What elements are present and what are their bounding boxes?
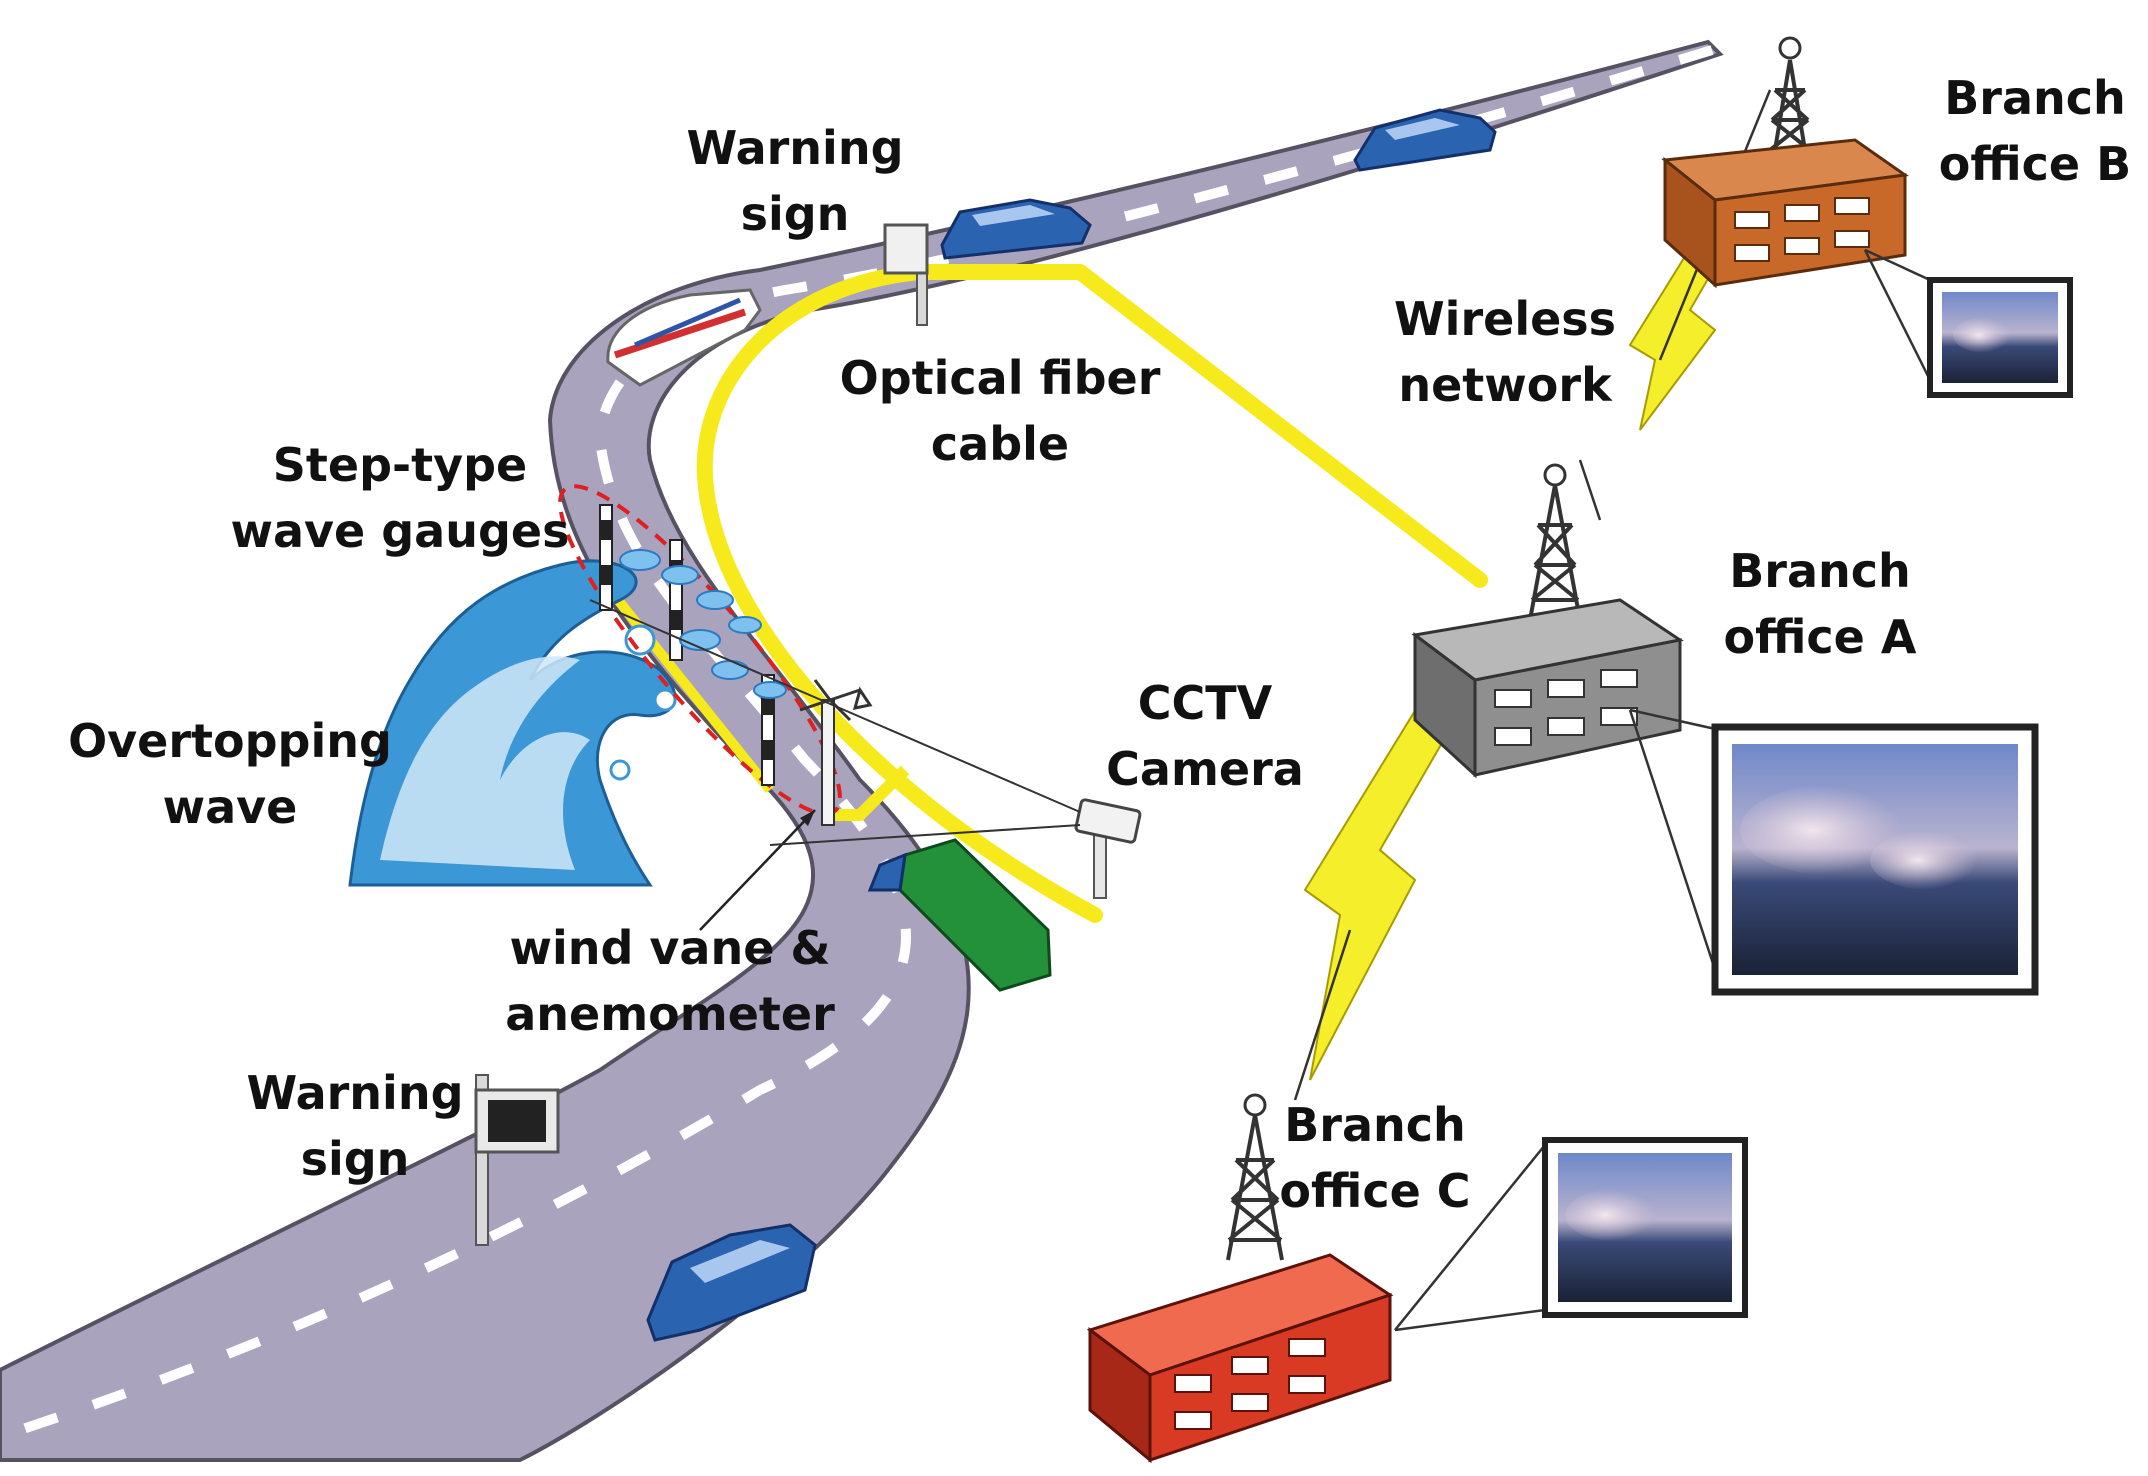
road-surface (0, 39, 1724, 1462)
gauge-pole-3 (761, 674, 775, 786)
label-cctv-camera: CCTV Camera (1095, 670, 1315, 802)
camera-icon (1074, 798, 1142, 844)
wind-vane-anemometer (799, 679, 873, 826)
road-lane-markings (18, 45, 1714, 1435)
wireless-signal-line-mid (1578, 459, 1602, 521)
car-bottom (646, 1223, 817, 1342)
label-line: anemometer (505, 987, 835, 1041)
label-line: Wireless (1393, 292, 1617, 346)
warning-sign-top (883, 223, 929, 326)
sign-icon (883, 223, 929, 275)
label-wireless-network: Wireless network (1375, 286, 1635, 418)
label-line: wind vane & (509, 921, 831, 975)
wind-vane-pointer-line (699, 809, 816, 931)
train-icon (606, 288, 762, 387)
label-line: sign (300, 1132, 410, 1186)
label-line: office A (1723, 610, 1917, 664)
fiber-branch-seawall (606, 586, 774, 794)
label-line: office C (1279, 1164, 1471, 1218)
branch-office-c-building (1086, 1253, 1394, 1464)
label-line: Optical fiber (839, 351, 1161, 405)
label-branch-office-c: Branch office C (1255, 1092, 1495, 1224)
label-line: Camera (1106, 742, 1304, 796)
label-overtopping-wave: Overtopping wave (55, 708, 405, 840)
cctv-camera (589, 599, 1142, 899)
overtopping-wave-graphic (348, 559, 677, 887)
wave-foam (380, 656, 590, 870)
label-wind-vane-anemometer: wind vane & anemometer (495, 915, 845, 1047)
step-type-wave-gauges (558, 484, 842, 816)
label-line: network (1398, 358, 1612, 412)
coastal-road (0, 39, 1724, 1462)
monitor-branch-c (1394, 1137, 1748, 1332)
label-line: Overtopping (68, 714, 392, 768)
antenna-tower-icon (1226, 1114, 1284, 1261)
wireless-signal-line-bottom (1293, 929, 1352, 1101)
branch-office-a-building (1411, 598, 1684, 779)
monitor-branch-a (1628, 708, 2039, 996)
label-line: wave (162, 780, 298, 834)
train (606, 288, 762, 387)
car-top-right (1353, 108, 1497, 172)
antenna-tower-c (1226, 1093, 1284, 1261)
antenna-tower-icon (1528, 484, 1582, 621)
car-top-center (940, 198, 1092, 260)
label-line: cable (930, 417, 1070, 471)
label-line: Branch (1729, 544, 1911, 598)
label-line: Step-type (272, 438, 528, 492)
wind-vane-icon (799, 679, 873, 722)
gauge-pole-1 (599, 504, 613, 611)
car-icon (1353, 108, 1497, 172)
label-line: Branch (1284, 1098, 1466, 1152)
label-step-type-wave-gauges: Step-type wave gauges (225, 432, 575, 564)
label-warning-sign-top: Warning sign (660, 115, 930, 247)
label-optical-fiber-cable: Optical fiber cable (820, 345, 1180, 477)
label-line: sign (740, 187, 850, 241)
label-line: wave gauges (230, 504, 570, 558)
label-warning-sign-bottom: Warning sign (225, 1060, 485, 1192)
warning-sign-bottom (474, 1074, 560, 1246)
optical-fiber-cable (696, 264, 1488, 923)
branch-office-b-building (1661, 138, 1910, 289)
camera-view-line-2 (769, 824, 1081, 846)
truck (867, 838, 1052, 992)
antenna-tower-a (1528, 463, 1582, 621)
monitor-branch-b (1863, 248, 2073, 398)
splash-drops (619, 549, 787, 699)
label-line: CCTV (1137, 676, 1273, 730)
camera-view-line-1 (589, 599, 1081, 813)
label-line: Branch (1944, 71, 2126, 125)
label-line: Warning (686, 121, 904, 175)
fiber-branch-to-gauges (830, 765, 910, 821)
label-line: office B (1938, 137, 2132, 191)
label-branch-office-b: Branch office B (1915, 65, 2148, 197)
label-branch-office-a: Branch office A (1700, 538, 1940, 670)
label-line: Warning (246, 1066, 464, 1120)
